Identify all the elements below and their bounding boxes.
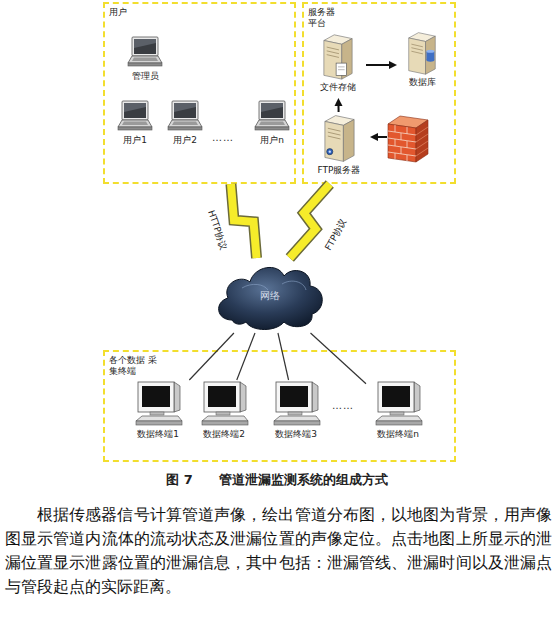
terminal-node: 数据终端1 [126,380,190,446]
node-label: 用户n [260,135,284,146]
group-box: 用户管理员用户1 用户2 用户n …… [103,2,296,184]
node-label: 数据终端1 [137,429,179,440]
network-line [237,333,255,380]
firewall-icon [386,112,430,164]
server-node: FTP服务器 [307,112,371,182]
terminal-icon [132,380,184,428]
node-label: 数据库 [409,77,436,88]
node-label: 用户2 [173,135,197,146]
terminal-node: 数据终端n [366,380,430,446]
arrow-connector [335,98,343,112]
terminal-node: 数据终端3 [264,380,328,446]
arrow-head [389,61,397,69]
network-cloud: 网络 [212,258,327,333]
connector-line [337,104,339,112]
group-title: 各个数据 采集终端 [109,355,159,377]
connector-line [366,64,391,66]
terminal-icon [270,380,322,428]
user-node: 用户n [247,100,297,150]
node-label: 数据终端2 [203,429,245,440]
laptop-icon [115,100,155,134]
laptop-icon [125,36,165,70]
terminal-node: 数据终端2 [192,380,256,446]
node-label: 用户1 [123,135,147,146]
arrow-connector [366,61,397,69]
connector-line [189,333,234,380]
server-icon [320,32,356,81]
arrow-head [335,98,343,106]
connector-line [237,333,255,380]
laptop-icon [165,100,205,134]
server-node: 文件存储 [310,32,366,98]
network-line [278,333,289,380]
group-box: 各个数据 采集终端数据终端1 数据终端2 数据终端3 数据终端n …… [103,350,456,462]
protocol-label: FTP协议 [322,217,350,253]
terminal-icon [198,380,250,428]
ellipsis: …… [212,132,234,143]
server-icon [401,30,443,76]
lightning-link [231,184,257,258]
node-label: 数据终端n [377,429,419,440]
network-line [311,333,366,384]
user-node: 管理员 [118,36,172,86]
lightning-bolt [231,184,257,258]
connector-line [278,333,289,380]
body-paragraph: 根据传感器信号计算管道声像，绘出管道分布图，以地图为背景，用声像图显示管道内流体… [5,503,552,599]
figure-caption: 图 7 管道泄漏监测系统的组成方式 [0,471,554,489]
user-node: 用户1 [110,100,160,150]
server-icon [321,112,358,164]
node-label: FTP服务器 [318,165,361,176]
group-box: 服务器 平台文件存储 数据库 FTP服务器 [302,2,456,184]
protocol-label: HTTP协议 [204,209,230,252]
server-node: 数据库 [397,30,447,100]
network-label: 网络 [212,289,327,303]
node-label: 文件存储 [320,82,356,93]
network-line [189,333,234,380]
user-node: 用户2 [160,100,210,150]
connector-line [311,333,366,384]
node-label: 数据终端3 [275,429,317,440]
ellipsis: …… [332,400,354,411]
group-title: 用户 [109,7,149,18]
laptop-icon [252,100,292,134]
group-title: 服务器 平台 [308,7,344,29]
terminal-icon [372,380,424,428]
node-label: 管理员 [132,71,159,82]
lightning-outline [231,184,257,258]
